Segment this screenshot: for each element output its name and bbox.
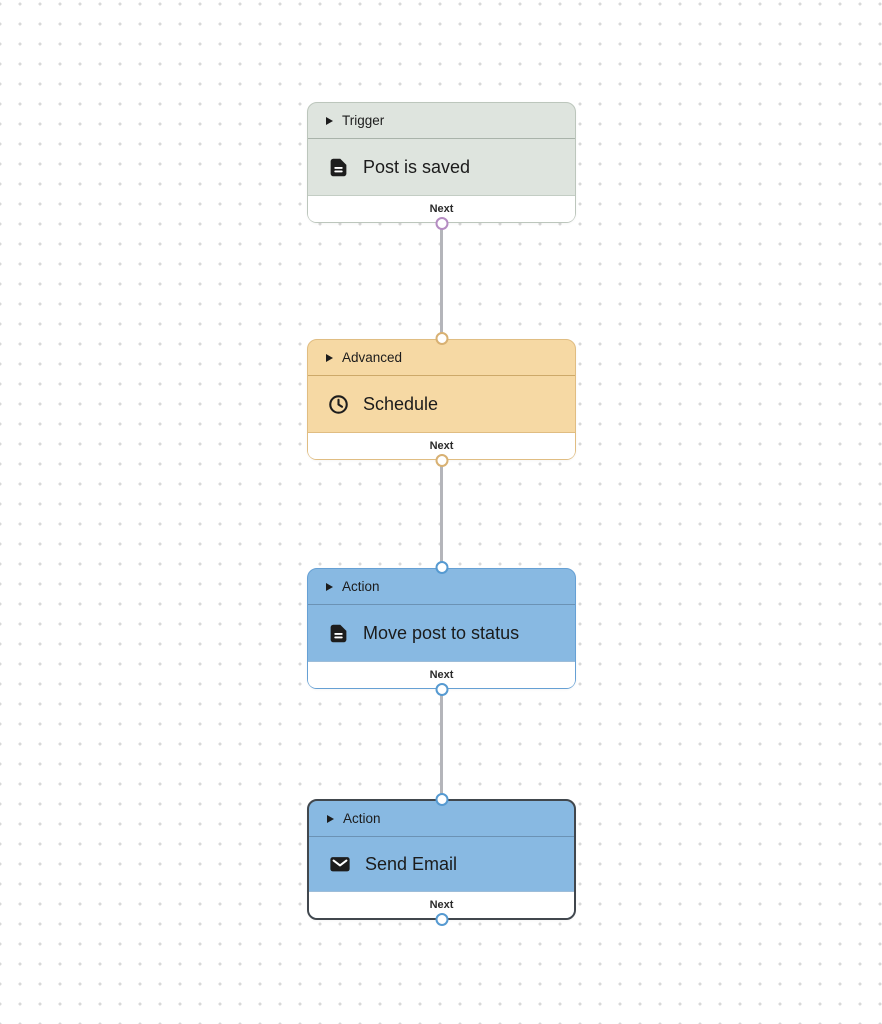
node-title: Send Email — [365, 853, 458, 874]
clock-icon — [328, 394, 349, 415]
node-type-label: Action — [343, 811, 381, 826]
next-handle[interactable] — [435, 683, 448, 696]
mail-icon — [329, 853, 351, 875]
collapse-triangle-icon[interactable] — [326, 116, 333, 125]
node-header[interactable]: Action — [308, 569, 575, 605]
document-icon — [328, 157, 349, 178]
node-body: Send Email — [309, 837, 574, 891]
edge-connector[interactable] — [440, 689, 443, 799]
edge-connector[interactable] — [440, 223, 443, 339]
next-port-label: Next — [429, 669, 454, 681]
node-title: Post is saved — [363, 156, 471, 177]
node-type-label: Trigger — [342, 113, 385, 128]
collapse-triangle-icon[interactable] — [326, 582, 333, 591]
node-action-move-post[interactable]: Action Move post to status Next — [307, 561, 576, 696]
node-body: Schedule — [308, 376, 575, 432]
node-type-label: Advanced — [342, 350, 403, 365]
next-handle[interactable] — [435, 217, 448, 230]
input-handle[interactable] — [435, 793, 448, 806]
input-handle[interactable] — [435, 332, 448, 345]
collapse-triangle-icon[interactable] — [327, 814, 334, 823]
node-advanced[interactable]: Advanced Schedule Next — [307, 332, 576, 467]
next-port-label: Next — [429, 203, 454, 215]
node-trigger[interactable]: Trigger Post is saved Next — [307, 102, 576, 230]
node-body: Move post to status — [308, 605, 575, 661]
node-title: Schedule — [363, 393, 439, 414]
next-handle[interactable] — [435, 913, 448, 926]
next-handle[interactable] — [435, 454, 448, 467]
collapse-triangle-icon[interactable] — [326, 353, 333, 362]
node-header[interactable]: Trigger — [308, 103, 575, 139]
node-header[interactable]: Action — [309, 801, 574, 837]
node-body: Post is saved — [308, 139, 575, 195]
node-type-label: Action — [342, 579, 380, 594]
document-icon — [328, 623, 349, 644]
node-action-send-email[interactable]: Action Send Email Next — [307, 793, 576, 926]
node-title: Move post to status — [363, 622, 520, 643]
node-header[interactable]: Advanced — [308, 340, 575, 376]
node-footer: Next — [309, 891, 574, 918]
next-port-label: Next — [429, 440, 454, 452]
next-port-label: Next — [429, 899, 454, 911]
input-handle[interactable] — [435, 561, 448, 574]
edge-connector[interactable] — [440, 460, 443, 568]
